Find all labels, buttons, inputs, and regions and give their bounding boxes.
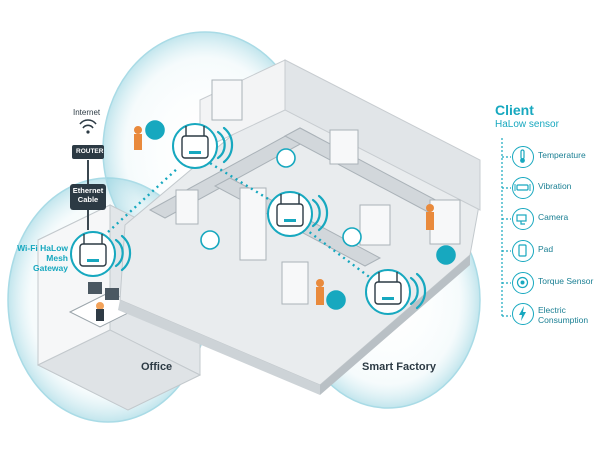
mesh-node-1 [172, 123, 218, 169]
thermometer-icon [512, 146, 534, 168]
legend-item-torque-sensor: Torque Sensor [512, 272, 600, 298]
legend-connector [501, 138, 511, 317]
legend-label: Torque Sensor [538, 276, 594, 286]
legend-subtitle: HaLow sensor [495, 119, 559, 130]
legend-label: Electric Consumption [538, 305, 589, 325]
legend-label: Vibration [538, 181, 572, 191]
gateway-access-point [70, 231, 116, 277]
lightning-icon [512, 303, 534, 325]
legend-item-electric-consumption: Electric Consumption [512, 303, 600, 329]
mesh-node-2 [267, 191, 313, 237]
torque-icon [512, 272, 534, 294]
legend-item-temperature: Temperature [512, 146, 600, 172]
legend-item-vibration: Vibration [512, 177, 600, 203]
legend-label: Camera [538, 212, 569, 222]
router-icon [72, 119, 104, 159]
pad-icon [512, 240, 534, 262]
ethernet-cable-box [70, 184, 106, 210]
gateway-label: Wi-Fi HaLow Mesh Gateway [17, 243, 68, 273]
vibration-icon [512, 177, 534, 199]
mesh-links [107, 158, 381, 286]
legend-label: Pad [538, 244, 554, 254]
wifi-signal-arcs [114, 126, 427, 310]
legend-title: Client [495, 102, 534, 118]
internet-label: Internet [73, 108, 101, 117]
mesh-node-3 [365, 269, 411, 315]
ethernet-cable-label: Ethernet Cable [72, 186, 104, 204]
smart-factory-label: Smart Factory [362, 361, 436, 373]
office-label: Office [141, 361, 173, 373]
legend-item-pad: Pad [512, 240, 600, 266]
camera-icon [512, 208, 534, 230]
router-label: ROUTER [76, 148, 104, 155]
legend-label: Temperature [538, 150, 586, 160]
sensor-markers [145, 120, 456, 310]
legend-item-camera: Camera [512, 208, 600, 234]
